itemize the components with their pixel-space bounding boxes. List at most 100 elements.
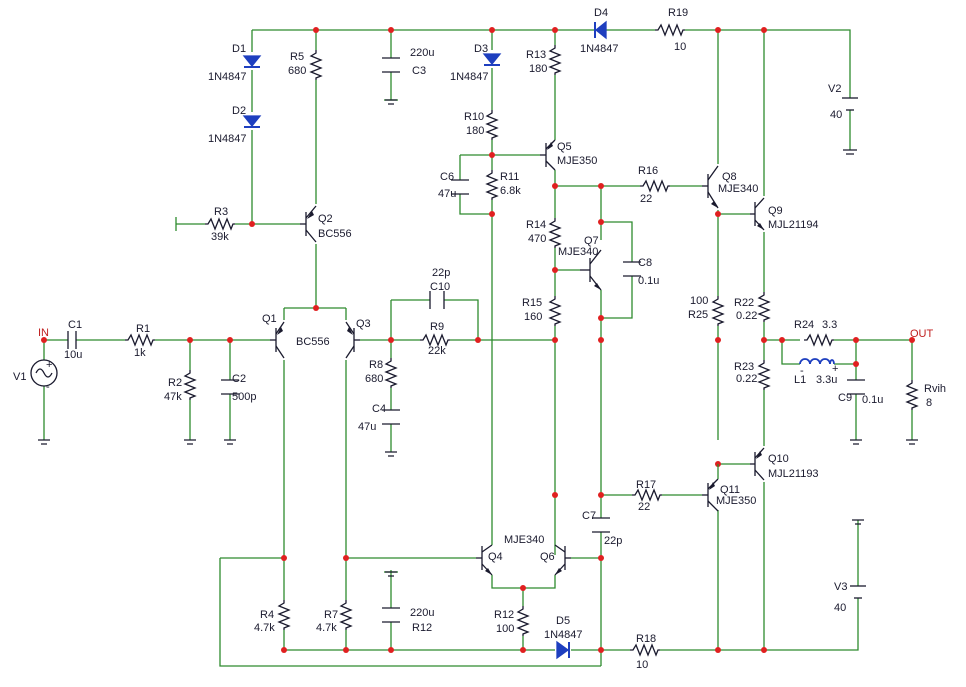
polarity-l1-minus: - — [800, 365, 804, 377]
capacitors — [67, 57, 865, 623]
resistor-r25 — [712, 295, 724, 327]
value-c4: 47u — [358, 421, 376, 433]
transistor-q8 — [702, 165, 719, 209]
resistor-r11 — [486, 169, 498, 201]
value-q7: MJE340 — [558, 246, 598, 258]
capacitor-c7 — [592, 517, 610, 533]
diode-d2 — [242, 115, 262, 128]
value-r7: 4.7k — [316, 622, 337, 634]
resistor-r8 — [385, 357, 397, 389]
label-r12: R12 — [494, 609, 514, 621]
resistor-r5 — [310, 49, 322, 81]
transistor-q6 — [554, 544, 571, 576]
label-rvih: Rvih — [924, 383, 946, 395]
capacitor-c6 — [451, 179, 469, 195]
capacitor-c3 — [382, 57, 400, 73]
value-v3: 40 — [834, 602, 846, 614]
label-c3: C3 — [412, 65, 426, 77]
value-r25: 100 — [690, 295, 708, 307]
value-r24: 3.3 — [822, 319, 837, 331]
value-r16: 22 — [640, 193, 652, 205]
resistor-r10 — [486, 109, 498, 141]
label-r22: R22 — [734, 297, 754, 309]
transistor-q3 — [345, 321, 360, 359]
diode-d5 — [556, 640, 570, 660]
label-r15: R15 — [522, 297, 542, 309]
value-c5: 220u — [410, 607, 434, 619]
value-r12: 100 — [496, 623, 514, 635]
label-r18: R18 — [636, 633, 656, 645]
value-l1: 3.3u — [816, 374, 837, 386]
resistor-r12 — [517, 605, 529, 637]
value-v2: 40 — [830, 109, 842, 121]
value-d1: 1N4847 — [208, 71, 247, 83]
label-q11: Q11 — [720, 484, 740, 496]
label-c8: C8 — [638, 257, 652, 269]
polarity-l1-plus: + — [832, 363, 838, 375]
value-r2: 47k — [164, 391, 182, 403]
value-rvih: 8 — [926, 397, 932, 409]
value-c7: 22p — [604, 535, 622, 547]
label-r19: R19 — [668, 7, 688, 19]
label-q9: Q9 — [768, 205, 783, 217]
value-c8: 0.1u — [638, 275, 659, 287]
grounds — [38, 99, 918, 577]
resistor-rvih — [906, 379, 918, 411]
diode-d3 — [482, 53, 502, 66]
value-c6: 47u — [438, 188, 456, 200]
resistor-r22 — [758, 291, 770, 323]
label-r5: R5 — [290, 51, 304, 63]
transistor-q7 — [580, 249, 602, 291]
label-r4: R4 — [260, 609, 274, 621]
label-c2: C2 — [232, 373, 246, 385]
labels: D1 1N4847 D2 1N4847 R5 680 220u C3 D3 1N… — [13, 7, 946, 671]
label-r2: R2 — [168, 377, 182, 389]
capacitor-c9 — [847, 379, 865, 395]
resistor-r19 — [654, 24, 686, 36]
value-r5: 680 — [288, 65, 306, 77]
label-d1: D1 — [232, 43, 246, 55]
resistor-r14 — [549, 217, 561, 249]
capacitor-c4 — [382, 409, 400, 425]
label-r3: R3 — [214, 206, 228, 218]
value-c1: 10u — [64, 349, 82, 361]
value-r1: 1k — [134, 347, 146, 359]
label-q7: Q7 — [584, 235, 599, 247]
resistor-r15 — [549, 295, 561, 327]
value-d3: 1N4847 — [450, 71, 489, 83]
label-r17: R17 — [636, 479, 656, 491]
label-q10: Q10 — [768, 453, 789, 465]
value-r15: 160 — [524, 311, 542, 323]
value-q1: BC556 — [296, 336, 330, 348]
value-q10: MJL21193 — [768, 468, 819, 480]
transistor-q10 — [750, 447, 765, 481]
transistor-q1 — [270, 321, 285, 359]
capacitor-c8 — [623, 261, 641, 277]
resistor-r13 — [549, 44, 561, 76]
value-r14: 470 — [528, 233, 546, 245]
label-v1: V1 — [13, 371, 26, 383]
label-d2: D2 — [232, 105, 246, 117]
resistor-r4 — [278, 599, 290, 631]
polarity-v1-plus: + — [46, 359, 52, 371]
diodes — [242, 20, 607, 660]
resistor-r24 — [803, 334, 835, 346]
label-v2: V2 — [828, 83, 841, 95]
voltage-source-v2 — [842, 97, 858, 111]
capacitor-c2 — [221, 379, 239, 395]
value-r3: 39k — [211, 231, 229, 243]
label-r23: R23 — [734, 361, 754, 373]
value-c3: 220u — [410, 47, 434, 59]
label-l1: L1 — [794, 374, 806, 386]
value-q4: MJE340 — [504, 534, 544, 546]
value-r22: 0.22 — [736, 310, 757, 322]
capacitor-c1 — [67, 331, 77, 349]
transistor-q2 — [300, 205, 317, 243]
value-q8: MJE340 — [718, 183, 758, 195]
label-r24: R24 — [794, 319, 814, 331]
value-r17: 22 — [638, 501, 650, 513]
label-r7: R7 — [324, 609, 338, 621]
capacitor-c5 — [382, 607, 400, 623]
label-q8: Q8 — [722, 171, 737, 183]
label-q2: Q2 — [318, 213, 333, 225]
